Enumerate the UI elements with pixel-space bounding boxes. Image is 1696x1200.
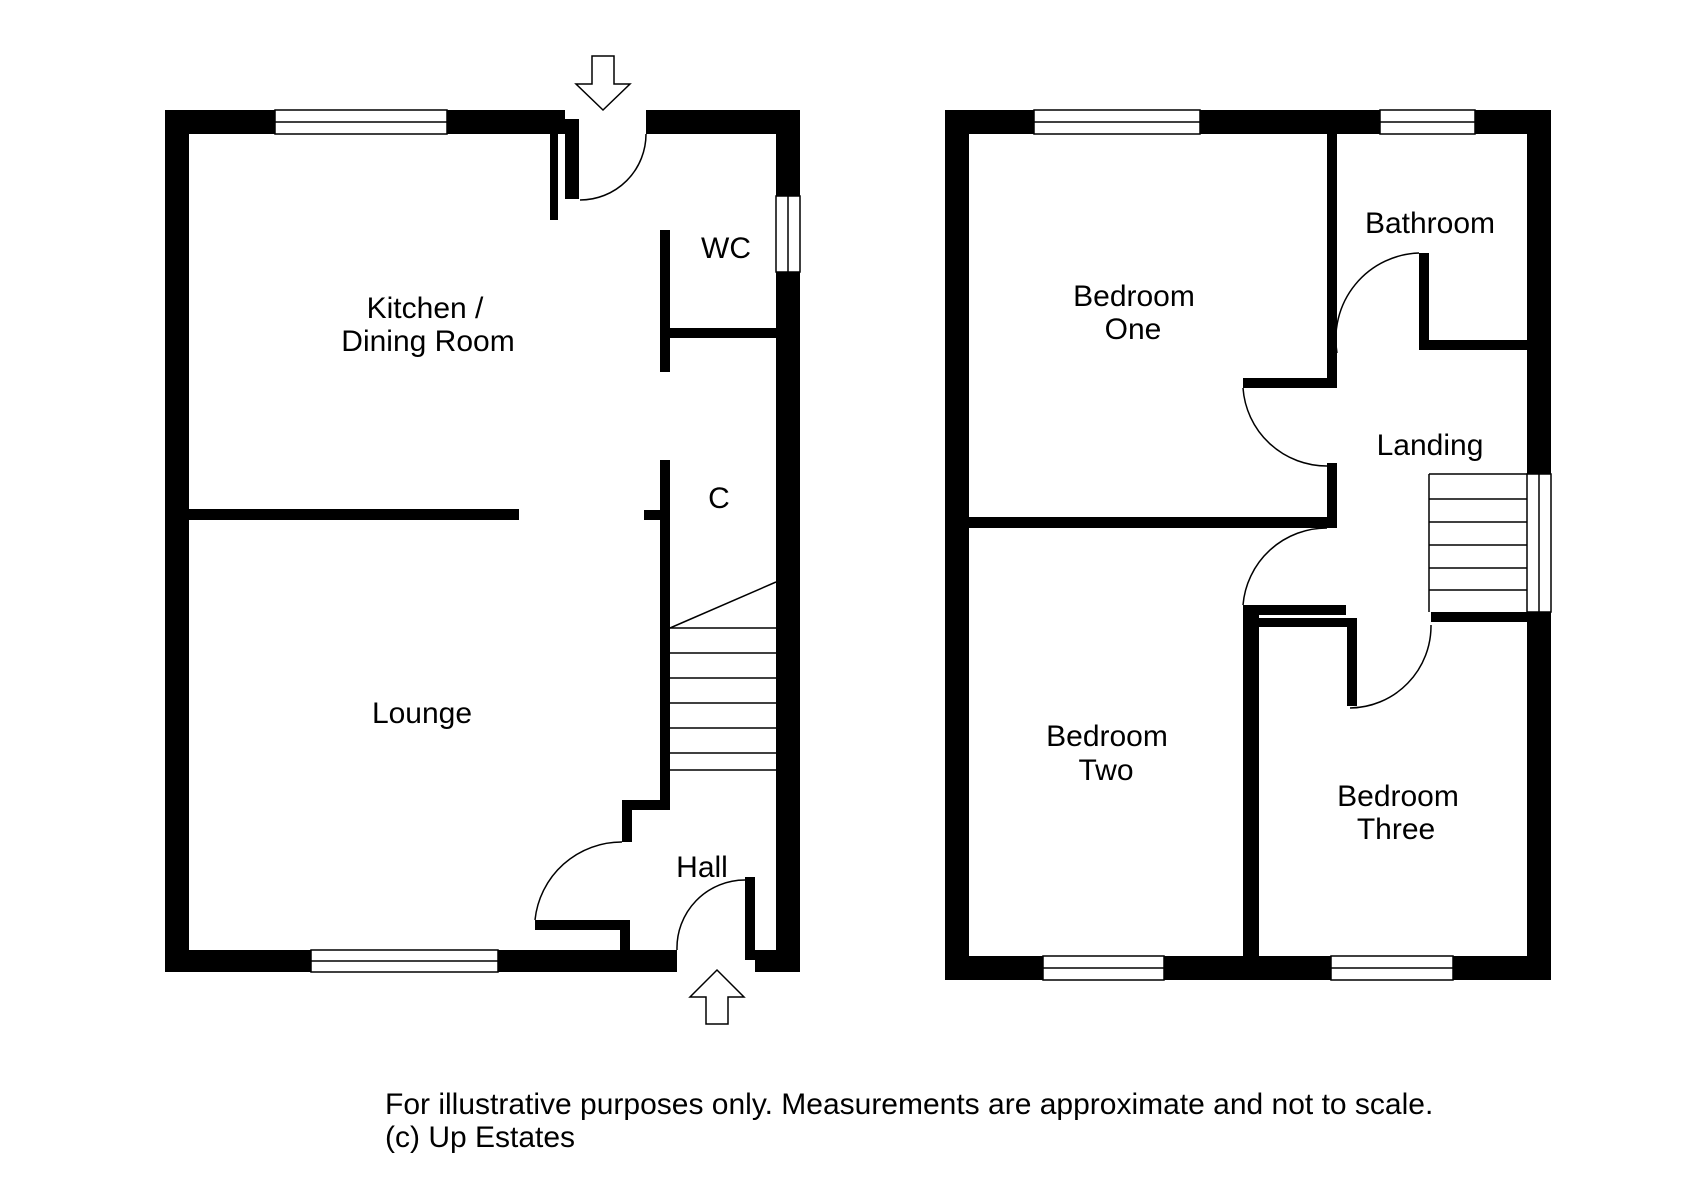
room-label-landing: Landing [1377,429,1484,462]
copyright-text: (c) Up Estates [385,1121,576,1154]
entrance-arrow-icon [688,968,746,1025]
wall [755,950,800,972]
wall [622,800,670,810]
wall [189,509,519,520]
wall [660,230,670,372]
room-label-kitchen-2: Dining Room [341,325,514,358]
room-label-bedroom-three: Bedroom [1337,780,1459,813]
bedroom-one-door-swing [1242,387,1328,467]
bathroom-door-swing [1335,252,1420,354]
wall [660,460,670,810]
wall [745,877,755,960]
room-label-cupboard: C [708,482,730,515]
wall [1327,463,1337,528]
wall [565,119,579,199]
staircase [669,581,777,771]
bedroom-two-door-swing [1242,527,1328,606]
room-label-hall: Hall [676,851,728,884]
room-label-bedroom-two: Bedroom [1046,720,1168,753]
wall [1419,253,1429,346]
wall [945,110,969,980]
ground-floor [165,55,801,1025]
wall [646,110,800,134]
room-label-bedroom-one-2: One [1105,313,1162,346]
entrance-arrow-icon [574,55,632,112]
first-floor [945,109,1552,981]
room-label-bedroom-two-2: Two [1078,754,1133,787]
wall [644,510,670,520]
wall [165,110,189,972]
footer-disclaimer: For illustrative purposes only. Measurem… [385,1088,1433,1154]
room-label-wc: WC [701,232,751,265]
wall [1259,618,1350,627]
room-label-bedroom-three-2: Three [1357,813,1435,846]
room-label-kitchen: Kitchen / [367,292,484,325]
wall [1327,134,1337,386]
wall [1347,618,1357,706]
wall [535,920,627,930]
room-label-bedroom-one: Bedroom [1073,280,1195,313]
wall [1243,605,1346,615]
staircase [1428,473,1527,612]
room-label-lounge: Lounge [372,697,472,730]
wall [620,920,630,960]
front-door-swing [676,879,746,951]
wall [1431,612,1527,622]
wall [1419,340,1527,350]
lounge-door-swing [534,841,623,921]
wall [969,517,1337,528]
rear-door-swing [579,133,647,201]
wall [1243,378,1337,388]
wall [660,328,786,338]
wall [550,119,558,220]
bedroom-three-door-swing [1349,624,1432,709]
disclaimer-text: For illustrative purposes only. Measurem… [385,1088,1434,1121]
wall [622,800,632,842]
wall [1243,605,1259,980]
room-label-bathroom: Bathroom [1365,207,1495,240]
